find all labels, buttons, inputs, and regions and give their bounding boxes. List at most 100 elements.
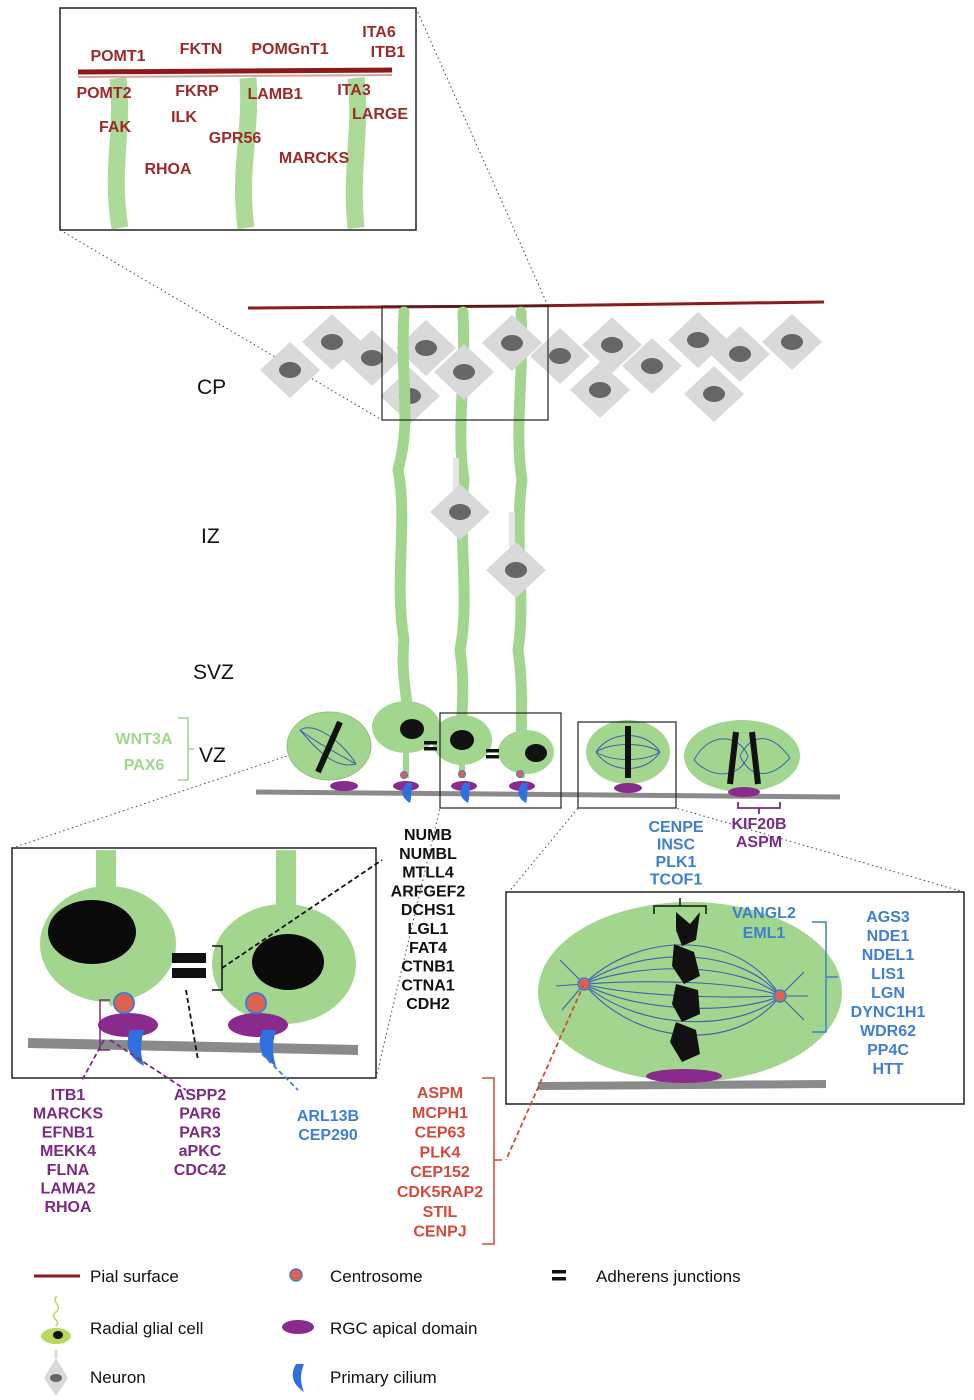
gene-label: TCOF1 bbox=[650, 872, 703, 889]
gene-label: LGN bbox=[871, 985, 905, 1002]
gene-label: NUMBL bbox=[399, 846, 457, 863]
gene-label: ARFGEF2 bbox=[391, 883, 466, 900]
iz-neurons bbox=[430, 458, 546, 598]
adherens-zoom-box bbox=[439, 712, 562, 809]
gene-label: ASPP2 bbox=[174, 1087, 227, 1104]
zone-vz: VZ bbox=[199, 744, 226, 767]
spindle-inset bbox=[505, 891, 965, 1161]
gene-label: VANGL2 bbox=[732, 905, 796, 922]
adherens-gene-labels: NUMBNUMBLMTLL4ARFGEF2DCHS1LGL1FAT4CTNB1C… bbox=[391, 827, 466, 1013]
gene-label: EFNB1 bbox=[42, 1124, 95, 1141]
gene-label: RHOA bbox=[44, 1199, 92, 1216]
cp-zoom-box bbox=[381, 305, 549, 421]
gene-label: ITA6 bbox=[362, 24, 396, 41]
gene-label: FKTN bbox=[180, 41, 223, 58]
cortex-column bbox=[178, 300, 841, 814]
gene-label: MTLL4 bbox=[402, 865, 454, 882]
zone-labels: CP IZ SVZ VZ bbox=[193, 376, 234, 767]
gene-label: NUMB bbox=[404, 827, 452, 844]
legend-apical: RGC apical domain bbox=[330, 1319, 477, 1338]
vz-gene-labels: WNT3A PAX6 bbox=[116, 731, 173, 774]
gene-label: PP4C bbox=[867, 1042, 909, 1059]
gene-label: CENPE bbox=[648, 819, 703, 836]
gene-label: POMT2 bbox=[76, 85, 131, 102]
legend-pial: Pial surface bbox=[90, 1267, 179, 1286]
legend-rgc: Radial glial cell bbox=[90, 1319, 203, 1338]
gene-label: ASPM bbox=[417, 1085, 463, 1102]
gene-label: ILK bbox=[171, 109, 197, 126]
gene-label: aPKC bbox=[179, 1143, 222, 1160]
centrosome-gene-labels: ASPMMCPH1CEP63PLK4CEP152CDK5RAP2STILCENP… bbox=[397, 1085, 483, 1241]
gene-label: CDH2 bbox=[406, 996, 450, 1013]
gene-label: LAMB1 bbox=[247, 86, 302, 103]
gene-label: CDK5RAP2 bbox=[397, 1184, 483, 1201]
gene-label: HTT bbox=[872, 1061, 903, 1078]
gene-label: KIF20B bbox=[731, 816, 786, 833]
cp-neurons bbox=[260, 312, 822, 424]
gene-label: MCPH1 bbox=[412, 1105, 468, 1122]
adherens-inset bbox=[11, 847, 383, 1091]
gene-label: DYNC1H1 bbox=[851, 1004, 926, 1021]
gene-label: LARGE bbox=[352, 106, 408, 123]
gene-label: ARL13B bbox=[297, 1108, 359, 1125]
gene-label: FAT4 bbox=[409, 940, 447, 957]
gene-label: PAX6 bbox=[124, 757, 165, 774]
legend: Pial surface Radial glial cell Neuron Ce… bbox=[34, 1267, 741, 1396]
gene-label: ASPM bbox=[736, 834, 782, 851]
gene-label: RHOA bbox=[144, 161, 192, 178]
gene-label: PLK1 bbox=[656, 854, 697, 871]
cilium-gene-labels: ARL13B CEP290 bbox=[297, 1108, 359, 1144]
gene-label: PAR3 bbox=[179, 1124, 221, 1141]
gene-label: MARCKS bbox=[279, 150, 350, 167]
zone-iz: IZ bbox=[201, 525, 220, 548]
gene-label: CTNA1 bbox=[401, 977, 454, 994]
legend-neuron: Neuron bbox=[90, 1368, 146, 1387]
gene-label: CDC42 bbox=[174, 1162, 227, 1179]
gene-label: LGL1 bbox=[408, 921, 449, 938]
gene-label: CEP152 bbox=[410, 1164, 470, 1181]
gene-label: MEKK4 bbox=[40, 1143, 96, 1160]
zoom-lines bbox=[11, 7, 965, 1079]
gene-label: ITA3 bbox=[337, 82, 371, 99]
gene-label: FKRP bbox=[175, 83, 219, 100]
gene-label: ITB1 bbox=[371, 44, 406, 61]
gene-label: GPR56 bbox=[209, 130, 262, 147]
gene-label: EML1 bbox=[743, 925, 786, 942]
gene-label: LAMA2 bbox=[40, 1181, 95, 1198]
legend-adherens: Adherens junctions bbox=[596, 1267, 741, 1286]
gene-label: POMT1 bbox=[90, 48, 145, 65]
gene-label: ITB1 bbox=[51, 1087, 86, 1104]
pial-surface-line bbox=[247, 300, 825, 310]
mitosis-zoom-box bbox=[577, 721, 677, 809]
gene-label: WDR62 bbox=[860, 1023, 916, 1040]
gene-label: CEP63 bbox=[415, 1125, 466, 1142]
gene-label: MARCKS bbox=[33, 1106, 104, 1123]
gene-label: NDE1 bbox=[867, 928, 910, 945]
vz-cells bbox=[286, 701, 800, 803]
gene-label: NDEL1 bbox=[862, 947, 915, 964]
zone-cp: CP bbox=[197, 376, 226, 399]
gene-label: AGS3 bbox=[866, 909, 910, 926]
legend-centrosome: Centrosome bbox=[330, 1267, 423, 1286]
gene-label: INSC bbox=[657, 837, 696, 854]
gene-label: PLK4 bbox=[420, 1144, 461, 1161]
gene-label: FLNA bbox=[47, 1162, 90, 1179]
gene-label: POMGnT1 bbox=[251, 41, 328, 58]
gene-label: DCHS1 bbox=[401, 902, 455, 919]
gene-label: CENPJ bbox=[413, 1224, 466, 1241]
gene-label: PAR6 bbox=[179, 1106, 221, 1123]
gene-label: CTNB1 bbox=[401, 959, 454, 976]
legend-cilium: Primary cilium bbox=[330, 1368, 437, 1387]
gene-label: WNT3A bbox=[116, 731, 173, 748]
gene-label: CEP290 bbox=[298, 1127, 358, 1144]
zone-svz: SVZ bbox=[193, 661, 234, 684]
gene-label: FAK bbox=[99, 119, 131, 136]
